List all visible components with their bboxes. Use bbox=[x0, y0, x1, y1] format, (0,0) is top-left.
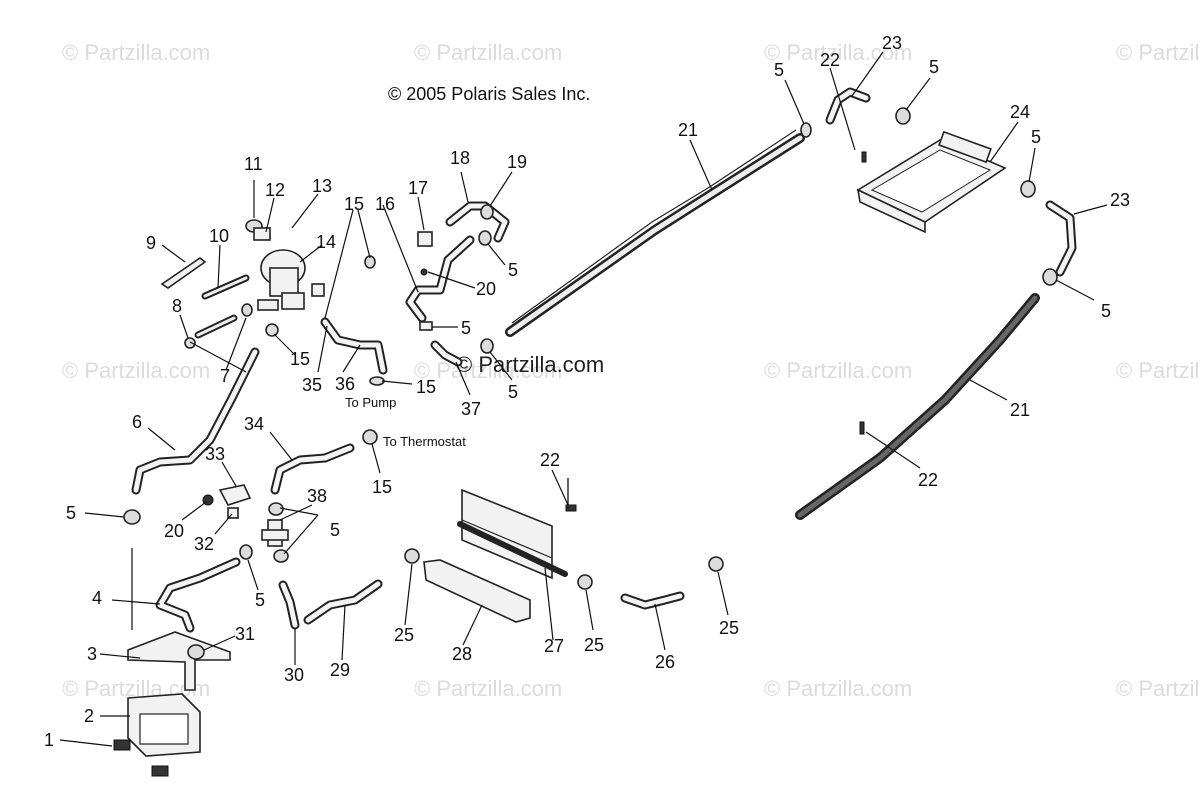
copyright-text: © 2005 Polaris Sales Inc. bbox=[388, 84, 590, 104]
hose-6 bbox=[131, 347, 260, 495]
callout-15: 15 bbox=[344, 194, 364, 214]
note-to-thermostat: To Thermostat bbox=[383, 434, 466, 449]
watermark: © Partzilla.com bbox=[1116, 358, 1200, 383]
callout-15: 15 bbox=[416, 377, 436, 397]
callout-22: 22 bbox=[820, 50, 840, 70]
callout-22: 22 bbox=[918, 470, 938, 490]
callout-21: 21 bbox=[678, 120, 698, 140]
callout-29: 29 bbox=[330, 660, 350, 680]
clamps-upper-right bbox=[800, 107, 1058, 435]
hose-23-upper bbox=[825, 87, 871, 125]
callout-30: 30 bbox=[284, 665, 304, 685]
callout-labels: 1 2 3 4 5 5 5 5 5 5 5 5 5 5 5 6 7 8 9 10… bbox=[44, 33, 1130, 750]
callout-16: 16 bbox=[375, 194, 395, 214]
callout-2: 2 bbox=[84, 706, 94, 726]
callout-20: 20 bbox=[476, 279, 496, 299]
callout-9: 9 bbox=[146, 233, 156, 253]
callout-11: 11 bbox=[244, 154, 263, 174]
callout-25: 25 bbox=[719, 618, 739, 638]
callout-12: 12 bbox=[265, 180, 285, 200]
heat-exchanger bbox=[856, 130, 1007, 234]
callout-5: 5 bbox=[929, 57, 939, 77]
bracket-3 bbox=[127, 631, 231, 691]
watermark: © Partzilla.com bbox=[1116, 676, 1200, 701]
callout-7: 7 bbox=[220, 366, 230, 386]
callout-15: 15 bbox=[372, 477, 392, 497]
callout-5: 5 bbox=[66, 503, 76, 523]
hoses-16-18 bbox=[405, 201, 510, 331]
callout-10: 10 bbox=[209, 226, 229, 246]
hose-23-right bbox=[1045, 200, 1077, 277]
bracket-28 bbox=[423, 559, 531, 623]
callout-38: 38 bbox=[307, 486, 327, 506]
callout-24: 24 bbox=[1010, 102, 1030, 122]
callout-37: 37 bbox=[461, 399, 481, 419]
hose-34 bbox=[270, 429, 378, 495]
watermark-center: © Partzilla.com bbox=[456, 352, 604, 377]
callout-32: 32 bbox=[194, 534, 214, 554]
callout-5: 5 bbox=[255, 590, 265, 610]
callout-22: 22 bbox=[540, 450, 560, 470]
callout-8: 8 bbox=[172, 296, 182, 316]
callout-19: 19 bbox=[507, 152, 527, 172]
callout-15: 15 bbox=[290, 349, 310, 369]
callout-35: 35 bbox=[302, 375, 322, 395]
watermark: © Partzilla.com bbox=[62, 358, 210, 383]
coolant-pipe-upper bbox=[505, 129, 805, 337]
callout-4: 4 bbox=[92, 588, 102, 608]
callout-20: 20 bbox=[164, 521, 184, 541]
watermark: © Partzilla.com bbox=[764, 40, 912, 65]
callout-28: 28 bbox=[452, 644, 472, 664]
callout-31: 31 bbox=[235, 624, 255, 644]
misc-small-parts-left bbox=[160, 257, 253, 349]
leader-lines bbox=[59, 51, 1108, 747]
note-to-pump: To Pump bbox=[345, 395, 396, 410]
watermark: © Partzilla.com bbox=[1116, 40, 1200, 65]
watermark: © Partzilla.com bbox=[764, 358, 912, 383]
callout-27: 27 bbox=[544, 636, 564, 656]
callout-33: 33 bbox=[205, 444, 225, 464]
hose-37 bbox=[430, 338, 494, 367]
cooler-2 bbox=[113, 693, 201, 777]
watermark: © Partzilla.com bbox=[414, 40, 562, 65]
watermark: © Partzilla.com bbox=[414, 676, 562, 701]
callout-1: 1 bbox=[44, 730, 54, 750]
callout-5: 5 bbox=[508, 382, 518, 402]
callout-18: 18 bbox=[450, 148, 470, 168]
callout-6: 6 bbox=[132, 412, 142, 432]
callout-13: 13 bbox=[312, 176, 332, 196]
callout-21: 21 bbox=[1010, 400, 1030, 420]
callout-36: 36 bbox=[335, 374, 355, 394]
callout-5: 5 bbox=[330, 520, 340, 540]
callout-23: 23 bbox=[882, 33, 902, 53]
callout-5: 5 bbox=[461, 318, 471, 338]
callout-34: 34 bbox=[244, 414, 264, 434]
bracket-33 bbox=[202, 484, 252, 519]
callout-25: 25 bbox=[584, 635, 604, 655]
callout-26: 26 bbox=[655, 652, 675, 672]
callout-5: 5 bbox=[1031, 127, 1041, 147]
callout-17: 17 bbox=[408, 178, 428, 198]
watermark: © Partzilla.com bbox=[62, 40, 210, 65]
callout-3: 3 bbox=[87, 644, 97, 664]
hose-4 bbox=[123, 509, 253, 633]
callout-5: 5 bbox=[508, 260, 518, 280]
hose-26 bbox=[620, 591, 685, 610]
callout-5: 5 bbox=[774, 60, 784, 80]
clamps-25 bbox=[404, 548, 724, 590]
callout-14: 14 bbox=[316, 232, 336, 252]
watermark: © Partzilla.com bbox=[764, 676, 912, 701]
coolant-pipe-lower bbox=[795, 293, 1040, 520]
radiator-bracket-27 bbox=[457, 478, 577, 580]
callout-25: 25 bbox=[394, 625, 414, 645]
hose-29-30 bbox=[278, 579, 383, 630]
watermark: © Partzilla.com bbox=[414, 358, 562, 383]
callout-23: 23 bbox=[1110, 190, 1130, 210]
callout-5: 5 bbox=[1101, 301, 1111, 321]
thermostat-housing bbox=[245, 219, 325, 311]
